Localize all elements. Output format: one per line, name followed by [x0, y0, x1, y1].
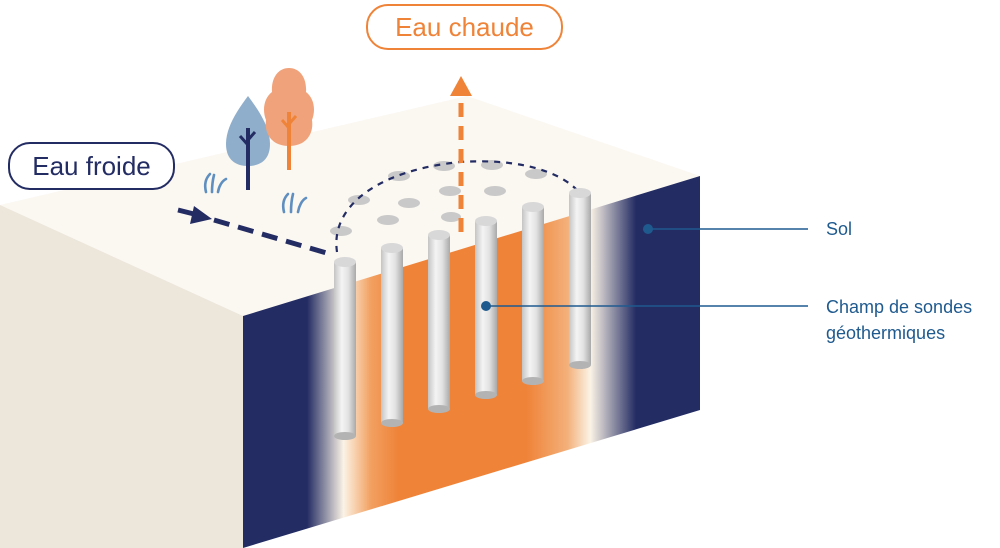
probe-field-label: Champ de sondes géothermiques: [826, 294, 972, 346]
grass-icon: [281, 192, 308, 214]
probe: [428, 230, 450, 413]
grass-icon: [203, 172, 228, 194]
probe: [522, 202, 544, 385]
probe-field-label-line2: géothermiques: [826, 323, 946, 343]
probe-cap: [330, 226, 352, 236]
probe-cap: [377, 215, 399, 225]
dot-icon: [481, 301, 491, 311]
tree-icon: [226, 96, 270, 190]
probe: [569, 188, 591, 369]
probe-cap: [484, 186, 506, 196]
probe: [334, 257, 356, 440]
cold-water-label: Eau froide: [8, 142, 175, 190]
arrow-up-icon: [450, 76, 472, 96]
hot-water-label: Eau chaude: [366, 4, 563, 50]
arrow-right-icon: [190, 206, 212, 224]
probes: [334, 188, 591, 440]
soil-label: Sol: [826, 219, 853, 239]
probe-cap: [439, 186, 461, 196]
dot-icon: [643, 224, 653, 234]
probe: [381, 243, 403, 427]
probe-cap: [525, 169, 547, 179]
soil-leader: [643, 224, 808, 234]
probe-cap: [441, 212, 461, 222]
hot-water-arrow: [450, 76, 472, 232]
probe-field-label-line1: Champ de sondes: [826, 297, 973, 317]
ground-left-side: [0, 205, 243, 548]
probe-field-leader: [481, 301, 808, 311]
probe-cap: [398, 198, 420, 208]
cold-water-arrow: [177, 206, 331, 257]
tree-icon: [264, 68, 314, 170]
